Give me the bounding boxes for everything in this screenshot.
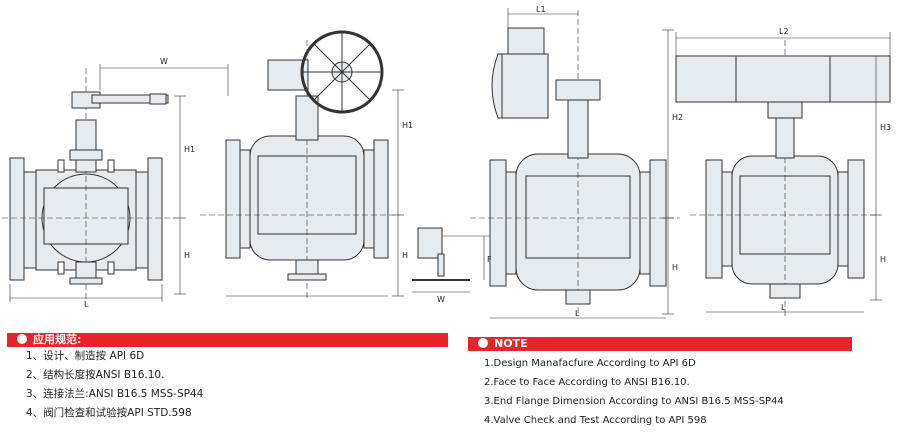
dim-h-view5: H (880, 255, 886, 264)
spec-notes-en: 1.Design Manafacfure According to API 6D… (484, 354, 784, 430)
spec-note-en-4: 4.Valve Check and Test According to API … (484, 415, 707, 426)
spec-note-cn-1: 1、设计、制造按 API 6D (26, 350, 145, 362)
spec-notes-cn: 1、设计、制造按 API 6D 2、结构长度按ANSI B16.10. 3、连接… (26, 347, 203, 423)
spec-note-cn-3: 3、连接法兰:ANSI B16.5 MSS-SP44 (26, 388, 204, 400)
dim-l-view1: L (84, 300, 89, 309)
dim-h-view1: H (184, 251, 190, 260)
dim-w-view1: W (160, 57, 168, 66)
technical-drawings: W H1 H L H1 H F W L1 H2 H L L2 H3 H L (2, 5, 891, 319)
dim-l1: L1 (536, 5, 546, 14)
bullet-dot-icon (17, 334, 27, 344)
dim-h2: H2 (672, 113, 683, 122)
spec-note-en-1: 1.Design Manafacfure According to API 6D (484, 358, 696, 369)
spec-note-cn-2: 2、结构长度按ANSI B16.10. (26, 369, 165, 381)
spec-banner-cn: 应用规范: (7, 333, 448, 347)
note-banner-en-title: NOTE (494, 337, 528, 350)
view-side-detail (412, 227, 490, 293)
dim-l-view4: L (575, 309, 580, 318)
spec-note-en-3: 3.End Flange Dimension According to ANSI… (484, 396, 784, 407)
view-pneumatic-front (675, 32, 891, 316)
dim-l2: L2 (779, 27, 789, 36)
spec-banner-cn-title: 应用规范: (33, 333, 82, 346)
view-gear-front (200, 30, 404, 300)
note-banner-en: NOTE (468, 337, 852, 351)
view-lever-front (2, 64, 229, 302)
dim-w-view3: W (437, 295, 445, 304)
dim-h-view2: H (402, 251, 408, 260)
view-electric-front (470, 8, 680, 319)
dim-h1-view2: H1 (402, 121, 413, 130)
dim-h-view4: H (672, 263, 678, 272)
dim-f-view3: F (487, 255, 492, 264)
spec-note-cn-4: 4、阀门检查和试验按API STD.598 (26, 407, 192, 419)
dim-l-view5: L (781, 303, 786, 312)
bullet-dot-icon (478, 338, 488, 348)
dim-h3: H3 (880, 123, 891, 132)
spec-note-en-2: 2.Face to Face According to ANSI B16.10. (484, 377, 690, 388)
dim-h1-view1: H1 (184, 145, 195, 154)
